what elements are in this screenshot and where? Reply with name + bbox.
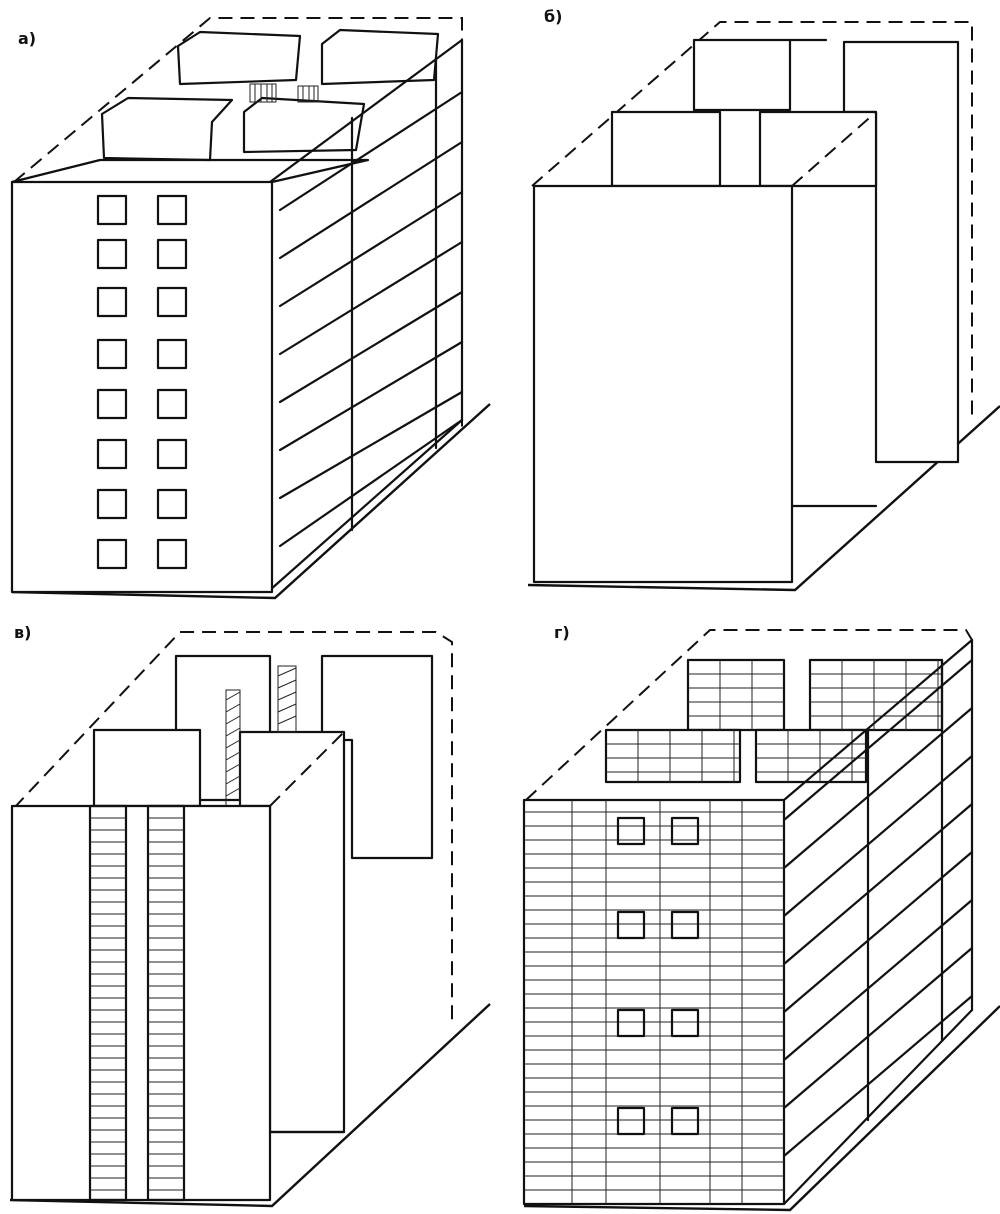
floor-slab-edge [782, 946, 974, 1110]
wall-mid-left [92, 728, 202, 808]
wall-rear-left [692, 38, 792, 112]
roof-block-rear-left [176, 30, 302, 86]
floor-slab-edge [782, 754, 974, 918]
floor-slab-edge [782, 802, 974, 966]
wall-mid-left [610, 110, 722, 188]
floor-slab-edge [782, 898, 974, 1062]
panel-b: б) [527, 7, 1000, 592]
stair-core-hatch [249, 83, 319, 103]
facade-windows [616, 816, 700, 1136]
block-column-right [146, 804, 186, 1202]
ground-line [9, 1003, 491, 1208]
panel-label-b: б) [544, 7, 562, 26]
facade-windows [96, 194, 188, 570]
stair-shaft-hatch [225, 665, 297, 807]
panel-label-a: a) [18, 29, 36, 48]
floor-slab-edge [782, 706, 974, 870]
wall-mid-right [758, 110, 878, 188]
facade-front-wall [522, 798, 786, 1206]
ground-line [527, 405, 1000, 592]
ground-line [523, 1005, 1000, 1212]
facade-front-wall [10, 180, 274, 594]
roof-block-front-left [100, 96, 234, 162]
panel-d: г) [522, 623, 1000, 1212]
floor-slab-edge [782, 658, 974, 822]
panel-a: a) [10, 17, 491, 600]
roof-block-rear-right [320, 28, 440, 86]
panel-c: в) [9, 623, 491, 1208]
frame-side-grid [782, 638, 974, 1206]
block-coursing [90, 817, 184, 1191]
wall-front-slab [532, 184, 794, 584]
floor-slab-edge [782, 994, 974, 1158]
hidden-edge [269, 731, 345, 807]
envelope-outline [13, 631, 453, 1020]
frame-side-grid [268, 38, 464, 592]
floor-slab-edge [782, 850, 974, 1014]
panel-label-d: г) [554, 623, 570, 642]
block-column-left [88, 804, 128, 1202]
facade-panel-grid [524, 800, 784, 1204]
panel-label-c: в) [14, 623, 31, 642]
ground-line [11, 403, 491, 600]
hidden-edge [791, 111, 877, 187]
roof-top-edge [10, 158, 370, 184]
roof-block-front-right [242, 96, 366, 154]
wall-front-slab [10, 804, 272, 1202]
envelope-outline [531, 21, 973, 418]
wall-rear-right [842, 40, 960, 464]
